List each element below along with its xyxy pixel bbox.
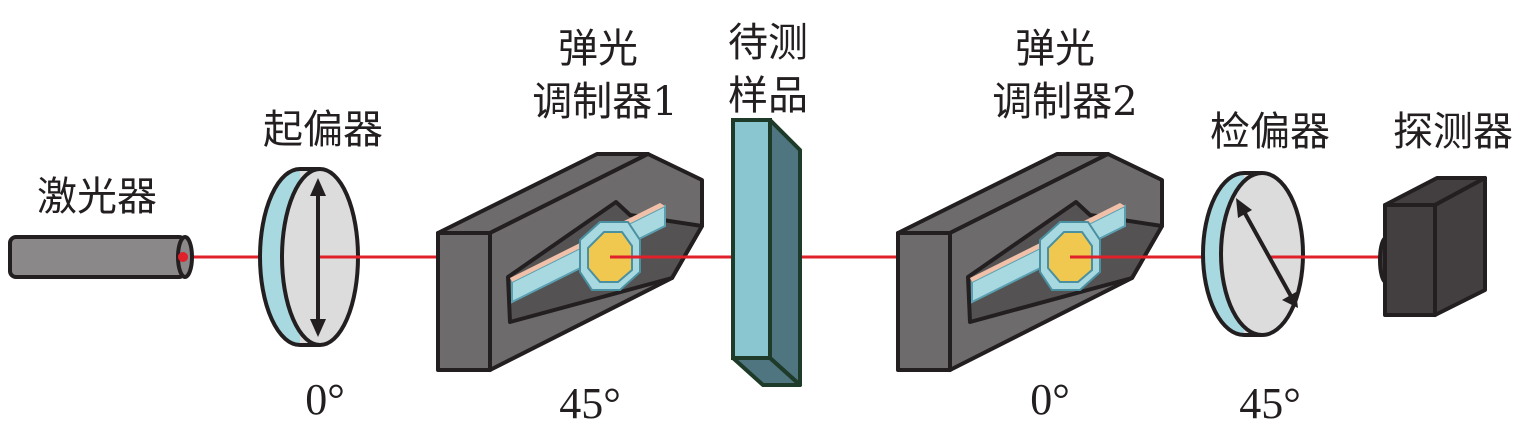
label-pem1-line2: 调制器1 [532,79,677,125]
analyzer [1201,171,1385,337]
photoelastic-modulator-2 [896,152,1195,372]
photoelastic-modulator-1 [436,152,735,372]
label-analyzer: 检偏器 [1210,109,1330,155]
laser [8,235,194,279]
sample [731,118,802,387]
label-laser: 激光器 [37,174,157,220]
angle-analyzer: 45° [1239,379,1301,422]
label-pem2-line2: 调制器2 [992,79,1137,125]
polarizer [258,167,440,347]
label-pem2-line1: 弹光 [1015,26,1095,72]
angle-polarizer: 0° [305,375,345,422]
label-sample-line1: 待测 [728,20,808,66]
label-sample-line2: 样品 [728,73,808,119]
detector [1378,176,1487,317]
polarization-arrow-icon [310,178,326,337]
label-polarizer: 起偏器 [263,107,383,153]
label-pem1-line1: 弹光 [558,26,638,72]
angle-pem1: 45° [559,379,621,422]
polarization-arrow-icon [1236,198,1298,308]
angle-pem2: 0° [1030,375,1070,422]
label-detector: 探测器 [1393,109,1513,155]
